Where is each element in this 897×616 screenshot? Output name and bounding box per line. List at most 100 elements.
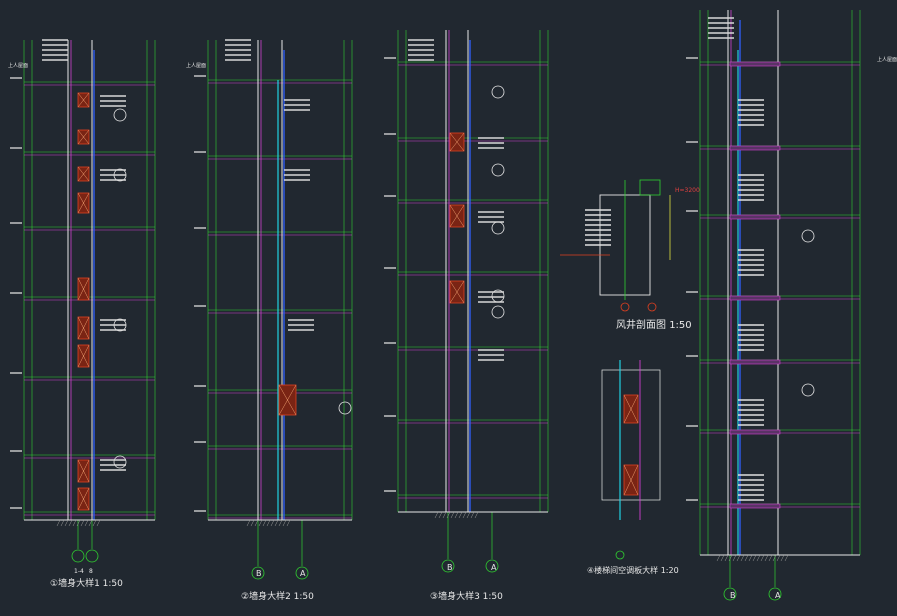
ground-hatch	[756, 554, 761, 562]
wall-layer	[24, 10, 860, 562]
ground-hatch	[262, 519, 267, 527]
ground-hatch	[72, 519, 77, 527]
axis-bubble-shaft	[647, 302, 657, 312]
floor-slab	[729, 429, 781, 435]
ground-hatch	[760, 554, 765, 562]
hatch-line	[77, 487, 90, 511]
axis-bubble-d2-a: A	[300, 569, 306, 578]
floor-slab	[729, 503, 781, 509]
ground-hatch	[446, 511, 451, 519]
axis-bubble	[723, 587, 737, 601]
ground-hatch	[270, 519, 275, 527]
detail-callout	[113, 108, 127, 122]
ground-hatch	[772, 554, 777, 562]
ground-hatch	[466, 511, 471, 519]
level-label-top-d6: 上人屋面	[877, 57, 897, 63]
axis-bubble-shaft	[620, 302, 630, 312]
ground-hatch	[732, 554, 737, 562]
floor-slab	[729, 145, 781, 151]
ground-hatch	[266, 519, 271, 527]
ground-hatch	[736, 554, 741, 562]
axis-bubble	[85, 549, 99, 563]
axis-bubble	[485, 559, 499, 573]
ground-hatch	[748, 554, 753, 562]
ground-hatch	[286, 519, 291, 527]
ground-hatch	[720, 554, 725, 562]
hatch-line	[77, 166, 90, 182]
ground-hatch	[724, 554, 729, 562]
ground-hatch	[80, 519, 85, 527]
ground-hatch	[68, 519, 73, 527]
ground-hatch	[250, 519, 255, 527]
ground-hatch	[454, 511, 459, 519]
floor-slab	[729, 61, 781, 67]
ground-hatch	[764, 554, 769, 562]
ground-hatch	[60, 519, 65, 527]
ground-hatch	[282, 519, 287, 527]
ground-hatch	[278, 519, 283, 527]
floor-slab	[729, 359, 781, 365]
ground-hatch	[254, 519, 259, 527]
ground-hatch	[462, 511, 467, 519]
axis-bubble	[251, 566, 265, 580]
detail-callout	[801, 229, 815, 243]
detail-callout	[801, 383, 815, 397]
level-label-top-d2: 上人屋面	[186, 63, 207, 69]
floor-slab	[729, 295, 781, 301]
detail-callout	[113, 455, 127, 469]
ground-hatch	[434, 511, 439, 519]
hatch-line	[77, 316, 90, 340]
level-label-top-d1: 上人屋面	[8, 63, 29, 69]
drawing-title-4: 风井剖面图 1:50	[616, 320, 692, 331]
ground-hatch	[728, 554, 733, 562]
drawing-title-3: ③墙身大样3 1:50	[430, 592, 503, 602]
axis-bubble-d1-a: 1-4	[74, 568, 84, 575]
ground-hatch	[780, 554, 785, 562]
hatch-line	[623, 464, 639, 496]
stair-outline	[601, 369, 661, 501]
ground-hatch	[776, 554, 781, 562]
ground-hatch	[274, 519, 279, 527]
axis-bubble-d2-b: B	[256, 569, 262, 578]
axis-bubble	[71, 549, 85, 563]
detail-callout	[338, 401, 352, 415]
hatch-line	[77, 129, 90, 145]
ground-hatch	[258, 519, 263, 527]
hatch-line	[623, 394, 639, 424]
hatch-line	[278, 384, 297, 416]
ground-hatch	[56, 519, 61, 527]
detail-callout	[491, 85, 505, 99]
hatch-line	[77, 192, 90, 214]
ground-hatch	[84, 519, 89, 527]
hatch-line	[449, 280, 465, 304]
drawing-title-5: ④楼梯间空调板大样 1:20	[587, 566, 679, 575]
axis-bubble-d6-a: A	[775, 591, 781, 600]
ground-hatch	[768, 554, 773, 562]
ground-hatch	[88, 519, 93, 527]
ground-hatch	[470, 511, 475, 519]
ground-hatch	[96, 519, 101, 527]
drawing-title-1: ①墙身大样1 1:50	[50, 579, 123, 589]
ground-hatch	[76, 519, 81, 527]
detail-callout	[491, 305, 505, 319]
hatch-line	[77, 92, 90, 108]
text-layer	[10, 17, 764, 512]
ground-hatch	[442, 511, 447, 519]
hatch-line	[77, 459, 90, 483]
axis-bubble-d1-b: 8	[89, 568, 93, 575]
ground-hatch	[740, 554, 745, 562]
detail-callout	[491, 163, 505, 177]
ground-hatch	[784, 554, 789, 562]
axis-bubble-stair	[615, 550, 625, 560]
axis-bubble	[441, 559, 455, 573]
axis-bubble-d6-b: B	[730, 591, 736, 600]
hatch-line	[77, 277, 90, 301]
ground-hatch	[64, 519, 69, 527]
axis-bubble-d3-b: B	[447, 563, 453, 572]
hatch-line	[449, 204, 465, 228]
floor-slab	[729, 214, 781, 220]
hatch-line	[77, 344, 90, 368]
axis-bubble	[768, 587, 782, 601]
ground-hatch	[474, 511, 479, 519]
